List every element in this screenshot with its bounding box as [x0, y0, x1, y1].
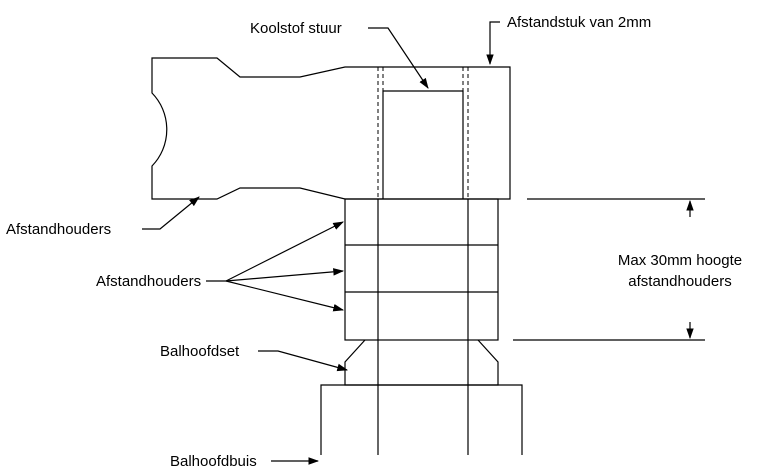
label-balhoofdbuis: Balhoofdbuis — [170, 453, 257, 470]
leader-afstandstuk — [486, 21, 500, 66]
leader-koolstof-stuur — [368, 27, 429, 89]
spacer-stack — [344, 198, 499, 341]
headset — [344, 339, 499, 386]
label-max-height-line1: Max 30mm hoogte — [618, 252, 742, 269]
leader-spacer-1 — [225, 221, 344, 282]
leader-afstandhouders-top — [142, 196, 200, 230]
steerer-top — [382, 90, 464, 199]
label-afstandhouders-top: Afstandhouders — [6, 221, 111, 238]
label-koolstof-stuur: Koolstof stuur — [250, 20, 342, 37]
label-max-height-line2: afstandhouders — [628, 273, 731, 290]
stem-outline — [151, 57, 511, 200]
label-afstandhouders-mid: Afstandhouders — [96, 273, 201, 290]
leader-balhoofdset — [258, 350, 349, 372]
leader-spacer-3 — [225, 280, 345, 312]
label-afstandstuk: Afstandstuk van 2mm — [507, 14, 651, 31]
leader-spacer-2 — [225, 268, 345, 282]
label-balhoofdset: Balhoofdset — [160, 343, 240, 360]
head-tube — [320, 384, 523, 455]
